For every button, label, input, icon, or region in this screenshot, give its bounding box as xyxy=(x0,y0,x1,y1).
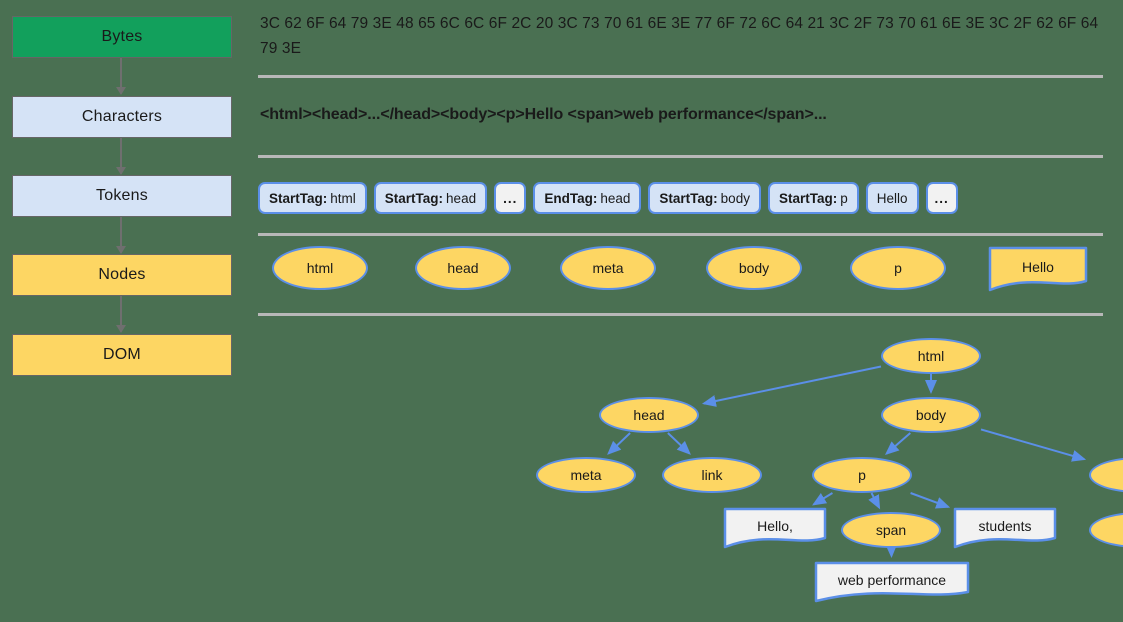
token-value: ... xyxy=(934,190,949,206)
token-value: head xyxy=(600,190,631,206)
bytes-hex-text: 3C 62 6F 64 79 3E 48 65 6C 6C 6F 2C 20 3… xyxy=(260,15,1103,57)
token-chip[interactable]: StartTag:head xyxy=(373,182,488,214)
section-separator-2 xyxy=(258,233,1103,236)
token-chip[interactable]: ... xyxy=(494,182,527,214)
token-kind: StartTag: xyxy=(659,190,718,206)
dom-node-p[interactable]: p xyxy=(812,457,912,493)
dom-textnode-hello[interactable]: Hello, xyxy=(723,507,827,549)
pipeline-arrow-1 xyxy=(116,138,126,175)
node-text-hello[interactable]: Hello xyxy=(988,246,1088,292)
token-value: Hello xyxy=(876,190,908,206)
token-chip[interactable]: StartTag:p xyxy=(767,182,859,214)
dom-node-link[interactable]: link xyxy=(662,457,762,493)
section-separator-3 xyxy=(258,313,1103,316)
dom-node-label: span xyxy=(875,522,907,538)
node-ellipse-body[interactable]: body xyxy=(706,246,802,290)
node-label: meta xyxy=(592,260,624,276)
pipeline-stage-label: Tokens xyxy=(96,187,148,204)
pipeline-stage-bytes: Bytes xyxy=(12,16,232,58)
token-kind: EndTag: xyxy=(544,190,598,206)
pipeline-stage-dom: DOM xyxy=(12,334,232,376)
section-separator-0 xyxy=(258,75,1103,78)
pipeline-stage-label: Bytes xyxy=(101,28,143,45)
token-chip[interactable]: ... xyxy=(925,182,958,214)
pipeline-stage-label: Characters xyxy=(81,108,163,125)
dom-node-label: students xyxy=(978,517,1032,534)
pipeline-arrow-0 xyxy=(116,58,126,95)
dom-tree-edges xyxy=(607,365,1087,559)
node-ellipse-meta[interactable]: meta xyxy=(560,246,656,290)
dom-node-label: meta xyxy=(570,467,602,483)
node-label: Hello xyxy=(1022,258,1054,275)
pipeline-arrow-2 xyxy=(116,217,126,254)
node-label: body xyxy=(738,260,770,276)
token-kind: StartTag: xyxy=(778,190,838,206)
dom-textnode-students[interactable]: students xyxy=(953,507,1057,549)
token-value: ... xyxy=(503,190,518,206)
token-value: head xyxy=(446,190,477,206)
dom-node-label: link xyxy=(701,467,723,483)
dom-node-html[interactable]: html xyxy=(881,338,981,374)
token-value: p xyxy=(840,190,848,206)
node-label: head xyxy=(447,260,479,276)
token-chip[interactable]: StartTag:html xyxy=(258,182,367,214)
pipeline-stage-tokens: Tokens xyxy=(12,175,232,217)
dom-node-body[interactable]: body xyxy=(881,397,981,433)
dom-node-label: Hello, xyxy=(757,517,793,534)
node-ellipse-p[interactable]: p xyxy=(850,246,946,290)
section-separator-1 xyxy=(258,155,1103,158)
nodes-row: html head meta body p Hello xyxy=(260,246,1105,296)
detail-panel: 3C 62 6F 64 79 3E 48 65 6C 6C 6F 2C 20 3… xyxy=(250,0,1123,622)
pipeline-stage-label: DOM xyxy=(103,346,141,363)
token-kind: StartTag: xyxy=(384,190,444,206)
pipeline-arrow-3 xyxy=(116,296,126,333)
node-ellipse-html[interactable]: html xyxy=(272,246,368,290)
dom-node-label: html xyxy=(917,348,945,364)
dom-node-meta[interactable]: meta xyxy=(536,457,636,493)
token-value: body xyxy=(720,190,750,206)
pipeline-stage-nodes: Nodes xyxy=(12,254,232,296)
characters-markup-text: <html><head>...</head><body><p>Hello <sp… xyxy=(260,106,827,123)
pipeline-stage-label: Nodes xyxy=(98,266,146,283)
token-chip[interactable]: Hello xyxy=(865,182,919,214)
dom-node-head[interactable]: head xyxy=(599,397,699,433)
dom-node-label: body xyxy=(915,407,947,423)
token-chip[interactable]: StartTag:body xyxy=(648,182,761,214)
dom-node-label: p xyxy=(858,467,866,483)
dom-node-label: head xyxy=(633,407,665,423)
dom-textnode-webperf[interactable]: web performance xyxy=(814,561,970,603)
token-value: html xyxy=(330,190,356,206)
dom-node-span[interactable]: span xyxy=(841,512,941,548)
dom-node-label: web performance xyxy=(837,571,947,588)
token-chip[interactable]: EndTag:head xyxy=(533,182,642,214)
node-label: html xyxy=(306,260,334,276)
node-label: p xyxy=(894,260,902,276)
pipeline-stage-characters: Characters xyxy=(12,96,232,138)
dom-tree: htmlheadbodymetalinkpdivHello,spanstuden… xyxy=(250,318,1123,622)
node-ellipse-head[interactable]: head xyxy=(415,246,511,290)
token-kind: StartTag: xyxy=(269,190,328,206)
